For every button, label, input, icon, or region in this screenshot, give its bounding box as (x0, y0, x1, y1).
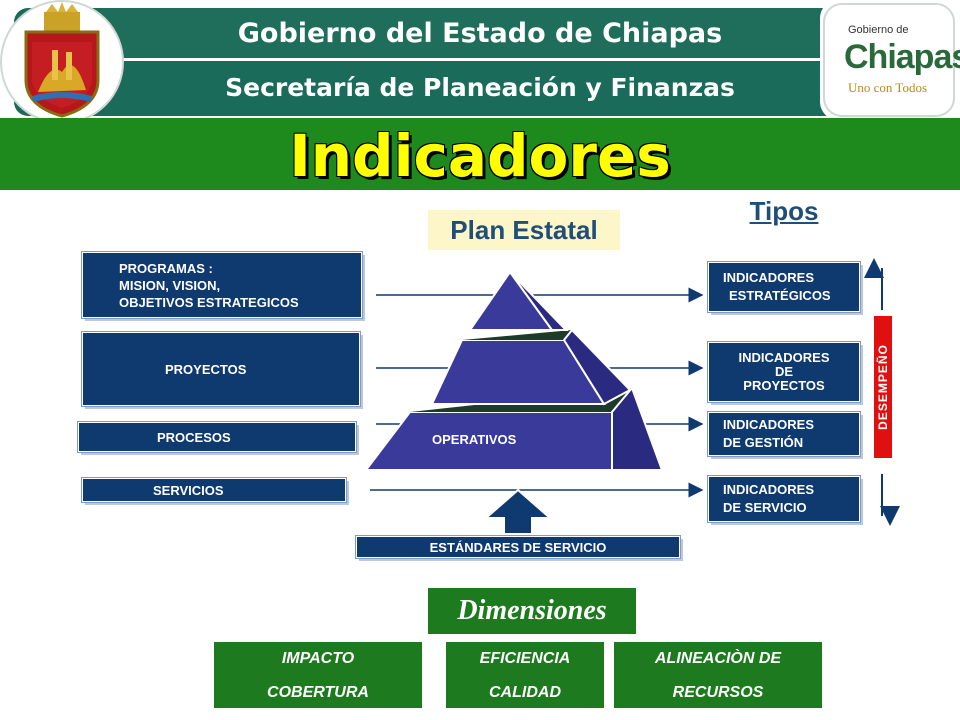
programas-box: PROGRAMAS : MISION, VISION, OBJETIVOS ES… (82, 252, 362, 318)
programas-line-1: PROGRAMAS : (119, 260, 213, 276)
plan-estatal-label: Plan Estatal (428, 210, 620, 250)
logo-big-text: Chiapas (844, 38, 960, 76)
dimension-alineacion-line-2: RECURSOS (672, 684, 764, 701)
gestion-line-2: DE GESTIÓN (723, 435, 804, 450)
dimension-impacto-line-2: COBERTURA (267, 684, 369, 701)
estandares-label: ESTÁNDARES DE SERVICIO (429, 539, 607, 555)
dimension-impacto-line-1: IMPACTO (281, 650, 355, 667)
desempeno-label: DESEMPEÑO (876, 344, 890, 430)
dimension-impacto: IMPACTO COBERTURA (214, 642, 422, 708)
header-secretariat-title: Secretaría de Planeación y Finanzas (225, 72, 735, 102)
dimensiones-title: Dimensiones (428, 588, 636, 634)
indicadores-proyectos-box: INDICADORES DE PROYECTOS (708, 342, 860, 402)
programas-line-2: MISION, VISION, (119, 277, 221, 293)
dimension-alineacion: ALINEACIÒN DE RECURSOS (614, 642, 822, 708)
servicios-label: SERVICIOS (153, 482, 224, 498)
logo-small-text: Gobierno de (848, 24, 909, 36)
header-divider (110, 58, 850, 61)
indicadores-servicio-box: INDICADORES DE SERVICIO (708, 476, 860, 522)
dimension-eficiencia: EFICIENCIA CALIDAD (446, 642, 604, 708)
page-title: Indicadores (289, 122, 671, 190)
estrategicos-line-1: INDICADORES (723, 270, 815, 285)
proyectos-box: PROYECTOS (82, 332, 360, 406)
dimension-eficiencia-line-1: EFICIENCIA (479, 650, 571, 667)
tipos-label: Tipos (749, 196, 819, 226)
logo-tagline: Uno con Todos (848, 80, 928, 95)
procesos-box: PROCESOS (78, 422, 356, 452)
gestion-line-1: INDICADORES (723, 417, 815, 432)
dimension-eficiencia-line-2: CALIDAD (489, 684, 561, 701)
proyectos-indicator-line-3: PROYECTOS (743, 378, 825, 393)
programas-line-3: OBJETIVOS ESTRATEGICOS (119, 294, 299, 310)
servicios-box: SERVICIOS (82, 478, 346, 502)
servicio-line-1: INDICADORES (723, 482, 815, 497)
up-arrow-icon (483, 488, 553, 535)
procesos-label: PROCESOS (157, 429, 231, 445)
header-government-title: Gobierno del Estado de Chiapas (100, 8, 860, 58)
pyramid-operativos-label: OPERATIVOS (432, 432, 517, 447)
desempeno-bar (874, 316, 892, 458)
state-seal-logo (0, 0, 124, 124)
pyramid (363, 270, 664, 471)
dimension-alineacion-line-1: ALINEACIÒN DE (654, 650, 782, 667)
estrategicos-line-2: ESTRATÉGICOS (729, 288, 831, 303)
chiapas-logo: Gobierno de Chiapas Uno con Todos (820, 0, 960, 120)
indicadores-gestion-box: INDICADORES DE GESTIÓN (708, 412, 860, 456)
estandares-servicio-box: ESTÁNDARES DE SERVICIO (356, 536, 680, 558)
indicadores-estrategicos-box: INDICADORES ESTRATÉGICOS (708, 262, 860, 312)
proyectos-label: PROYECTOS (165, 361, 247, 377)
title-band (0, 118, 960, 190)
servicio-line-2: DE SERVICIO (723, 500, 807, 515)
proyectos-indicator-line-1: INDICADORES (738, 350, 830, 365)
proyectos-indicator-line-2: DE (774, 364, 794, 379)
